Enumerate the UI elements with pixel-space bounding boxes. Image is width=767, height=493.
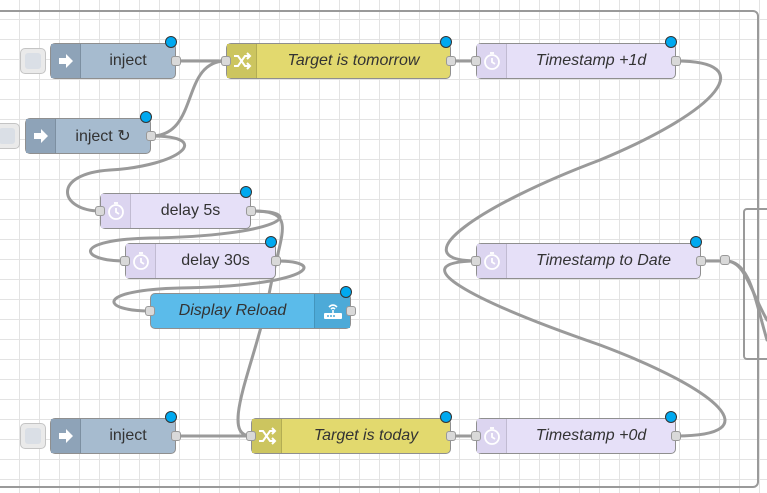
node-label: Timestamp +1d: [535, 52, 647, 69]
node-label: Target is today: [313, 427, 419, 444]
output-port[interactable]: [146, 131, 156, 141]
flow-group-border: [0, 10, 759, 488]
arrow-right-icon: [51, 44, 81, 78]
changed-indicator: [165, 411, 177, 423]
node-target-today[interactable]: Target is today: [246, 411, 456, 454]
changed-indicator: [240, 186, 252, 198]
output-port[interactable]: [171, 56, 181, 66]
output-port[interactable]: [446, 56, 456, 66]
wire-delay5s-to-delay30s: [88, 209, 282, 263]
changed-indicator: [440, 411, 452, 423]
output-port[interactable]: [171, 431, 181, 441]
wireless-router-icon: [314, 294, 350, 328]
changed-indicator: [140, 111, 152, 123]
node-target-tomorrow[interactable]: Target is tomorrow: [221, 36, 456, 79]
node-label: inject ↻: [75, 128, 131, 145]
shuffle-icon: [227, 44, 257, 78]
inject-button[interactable]: [20, 423, 46, 449]
changed-indicator: [265, 236, 277, 248]
changed-indicator: [690, 236, 702, 248]
right-group-border: [743, 208, 767, 360]
wire-inject-repeat-to-target-tomorrow: [149, 59, 228, 138]
node-label: Display Reload: [178, 302, 287, 319]
input-port[interactable]: [471, 256, 481, 266]
wire-inject-repeat-to-delay5s: [66, 134, 187, 213]
input-port[interactable]: [120, 256, 130, 266]
shuffle-icon: [252, 419, 282, 453]
node-label: delay 5s: [160, 202, 221, 219]
node-label: Target is tomorrow: [287, 52, 420, 69]
inject-button[interactable]: [20, 48, 46, 74]
output-port[interactable]: [696, 256, 706, 266]
input-port[interactable]: [95, 206, 105, 216]
output-port[interactable]: [720, 255, 730, 265]
node-label: inject: [109, 52, 147, 69]
changed-indicator: [665, 36, 677, 48]
output-port[interactable]: [446, 431, 456, 441]
input-port[interactable]: [145, 306, 155, 316]
wire-ts1d-to-ts-date: [444, 59, 723, 263]
wire-delay30s-to-display-reload: [112, 259, 306, 313]
node-display-reload[interactable]: Display Reload: [145, 286, 356, 329]
input-port[interactable]: [221, 56, 231, 66]
timer-icon: [126, 244, 156, 278]
node-inject-bottom[interactable]: inject: [50, 411, 181, 454]
inject-button[interactable]: [0, 123, 20, 149]
wire-ts-date-to-out3: [724, 259, 767, 342]
node-timestamp-0d[interactable]: Timestamp +0d: [471, 411, 681, 454]
input-port[interactable]: [471, 56, 481, 66]
node-timestamp-1d[interactable]: Timestamp +1d: [471, 36, 681, 79]
changed-indicator: [440, 36, 452, 48]
node-label: Timestamp +0d: [535, 427, 647, 444]
wire-ts0d-to-ts-date: [443, 259, 727, 438]
timer-icon: [477, 419, 507, 453]
output-port[interactable]: [671, 56, 681, 66]
node-timestamp-to-date[interactable]: Timestamp to Date: [471, 236, 706, 279]
changed-indicator: [665, 411, 677, 423]
input-port[interactable]: [246, 431, 256, 441]
output-port[interactable]: [671, 431, 681, 441]
arrow-right-icon: [51, 419, 81, 453]
node-label: inject: [109, 427, 147, 444]
arrow-right-icon: [26, 119, 56, 153]
input-port[interactable]: [471, 431, 481, 441]
timer-icon: [477, 44, 507, 78]
node-delay-30s[interactable]: delay 30s: [120, 236, 281, 279]
timer-icon: [101, 194, 131, 228]
output-port[interactable]: [271, 256, 281, 266]
node-inject-top[interactable]: inject: [50, 36, 181, 79]
node-inject-repeat[interactable]: inject ↻: [25, 111, 156, 154]
node-label: Timestamp to Date: [535, 252, 671, 269]
node-label: delay 30s: [181, 252, 250, 269]
output-port[interactable]: [246, 206, 256, 216]
node-delay-5s[interactable]: delay 5s: [95, 186, 256, 229]
timer-icon: [477, 244, 507, 278]
output-port[interactable]: [346, 306, 356, 316]
changed-indicator: [165, 36, 177, 48]
changed-indicator: [340, 286, 352, 298]
